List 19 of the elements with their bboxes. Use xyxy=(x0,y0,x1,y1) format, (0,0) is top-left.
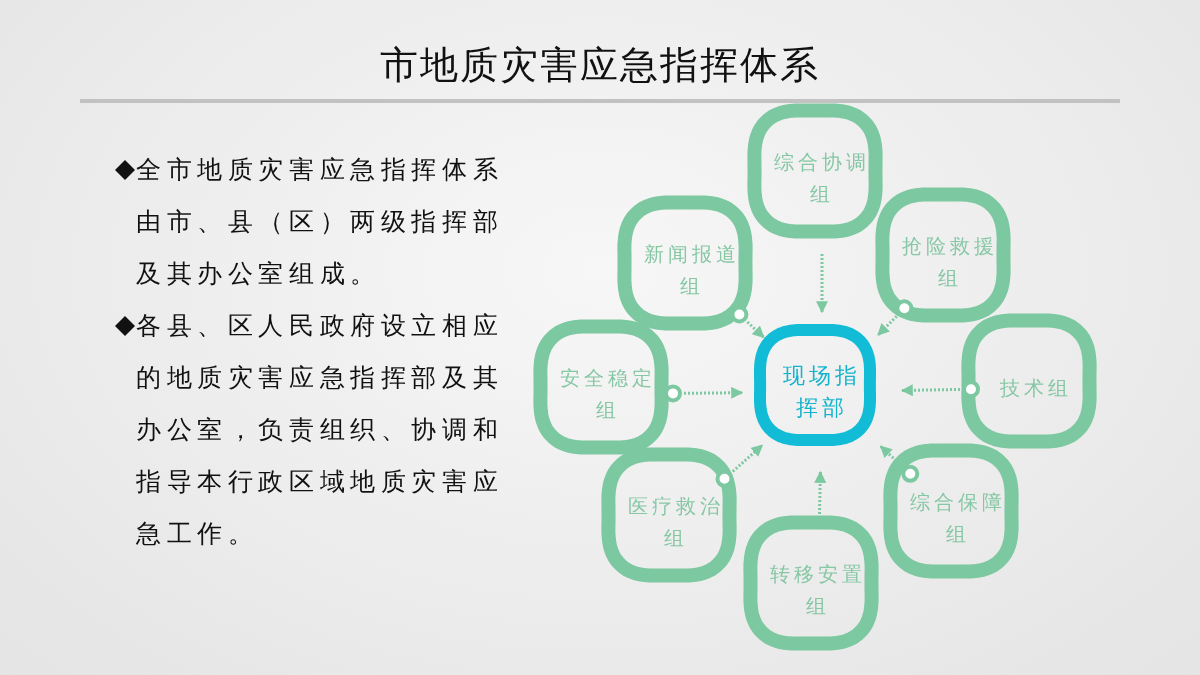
arrow xyxy=(746,320,765,339)
node-label: 新闻报道组 xyxy=(644,241,740,300)
arrow xyxy=(877,315,898,337)
node-label: 现场指挥部 xyxy=(782,362,862,422)
arrow xyxy=(814,470,827,515)
node-label: 抢险救援组 xyxy=(902,233,998,292)
arrow xyxy=(684,386,744,399)
arrow xyxy=(900,384,961,397)
bullet-text: 各县、区人民政府设立相应的地质灾害应急指挥部及其办公室，负责组织、协调和指导本行政区域地质灾害应急工作。 xyxy=(136,310,505,550)
arrow xyxy=(731,444,764,473)
bullet-text: 全市地质灾害应急指挥体系由市、县（区）两级指挥部及其办公室组成。 xyxy=(136,154,505,290)
node-label: 转移安置组 xyxy=(770,561,866,620)
node-label: 综合保障组 xyxy=(910,489,1006,548)
arrow xyxy=(816,254,828,314)
node-label: 安全稳定组 xyxy=(560,365,656,424)
node-label: 技术组 xyxy=(999,375,1073,402)
title: 市地质灾害应急指挥体系 xyxy=(379,42,821,89)
node-label: 医疗救治组 xyxy=(628,493,724,552)
node-label: 综合协调组 xyxy=(774,149,870,208)
